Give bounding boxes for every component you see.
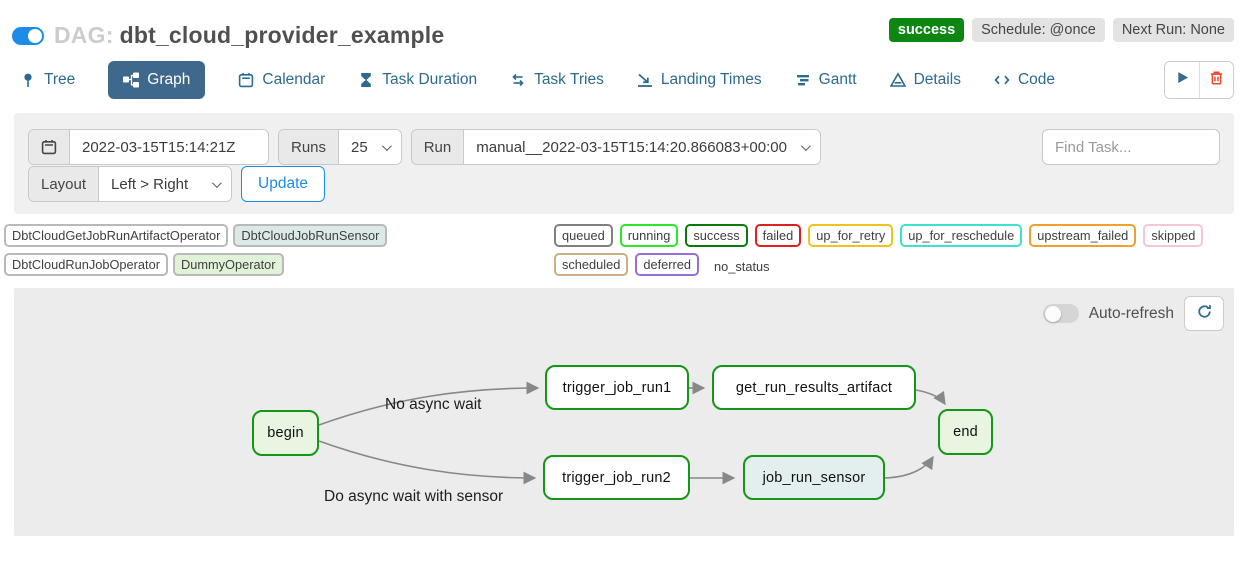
- toggle-knob: [28, 28, 42, 43]
- retry-icon: [510, 72, 526, 88]
- landing-icon: [637, 72, 653, 88]
- tab-label: Landing Times: [660, 71, 762, 88]
- runs-select[interactable]: 25: [339, 130, 401, 164]
- page-header: DAG:dbt_cloud_provider_example success S…: [0, 0, 1248, 55]
- operator-badge: DummyOperator: [172, 253, 284, 276]
- runs-value: 25: [351, 138, 368, 156]
- tree-icon: [20, 72, 36, 88]
- delete-dag-button[interactable]: [1199, 62, 1233, 98]
- task-node-trigger_job_run1[interactable]: trigger_job_run1: [545, 365, 689, 410]
- graph-icon: [123, 72, 140, 88]
- tab-label: Task Tries: [534, 71, 604, 88]
- tab-calendar[interactable]: Calendar: [238, 71, 325, 89]
- graph-edges: [318, 381, 946, 485]
- task-node-get_run_results_artifact[interactable]: get_run_results_artifact: [712, 365, 916, 410]
- play-icon: [1175, 70, 1190, 90]
- dag-name: dbt_cloud_provider_example: [119, 22, 445, 48]
- runs-label: Runs: [279, 130, 340, 164]
- tab-details[interactable]: Details: [889, 71, 961, 89]
- dag-pause-toggle[interactable]: [12, 26, 44, 45]
- tab-tree[interactable]: Tree: [20, 71, 75, 89]
- tab-bar: Tree Graph Calendar Task Duration Task Tries…: [20, 61, 1055, 99]
- page-title: DAG:dbt_cloud_provider_example: [54, 22, 444, 49]
- tab-code[interactable]: Code: [994, 71, 1055, 89]
- runs-group: Runs 25: [278, 129, 402, 165]
- tab-gantt[interactable]: Gantt: [795, 71, 857, 89]
- tab-task-tries[interactable]: Task Tries: [510, 71, 604, 89]
- tab-label: Task Duration: [382, 71, 478, 88]
- gantt-icon: [795, 72, 811, 88]
- calendar-addon-icon[interactable]: [29, 130, 70, 164]
- dag-actions: [1164, 61, 1234, 99]
- date-input-group: [28, 129, 269, 165]
- status-badge-upstream_failed: upstream_failed: [1029, 224, 1137, 247]
- chevron-down-icon: [212, 177, 222, 188]
- details-icon: [889, 72, 906, 88]
- run-value: manual__2022-03-15T15:14:20.866083+00:00: [476, 138, 787, 156]
- task-node-begin[interactable]: begin: [252, 410, 319, 456]
- schedule-badge: Schedule: @once: [972, 18, 1105, 42]
- status-badge-skipped: skipped: [1143, 224, 1204, 247]
- chevron-down-icon: [800, 140, 811, 151]
- edge-label: No async wait: [385, 396, 482, 413]
- filter-panel: Runs 25 Run manual__2022-03-15T15:14:20.…: [14, 113, 1234, 214]
- next-run-badge: Next Run: None: [1112, 18, 1234, 42]
- code-icon: [994, 72, 1010, 88]
- trash-icon: [1209, 70, 1224, 90]
- tab-label: Calendar: [262, 71, 326, 88]
- operator-badge: DbtCloudRunJobOperator: [4, 253, 168, 276]
- base-date-input[interactable]: [70, 130, 268, 164]
- run-group: Run manual__2022-03-15T15:14:20.866083+0…: [410, 129, 821, 165]
- edge-label: Do async wait with sensor: [324, 488, 504, 505]
- refresh-button[interactable]: [1184, 296, 1224, 331]
- tab-label: Code: [1017, 71, 1056, 88]
- tab-label: Graph: [147, 71, 191, 88]
- trigger-dag-button[interactable]: [1165, 62, 1199, 98]
- status-badge-up_for_reschedule: up_for_reschedule: [900, 224, 1023, 247]
- task-node-trigger_job_run2[interactable]: trigger_job_run2: [543, 455, 690, 500]
- tab-label: Details: [913, 71, 961, 88]
- status-legend: queued running success failed up_for_retry up…: [554, 224, 1242, 276]
- layout-select[interactable]: Left > Right: [99, 167, 232, 201]
- status-badge-failed: failed: [754, 224, 802, 247]
- tab-bar-row: Tree Graph Calendar Task Duration Task Tries…: [0, 55, 1248, 109]
- layout-value: Left > Right: [111, 175, 189, 193]
- find-task-input[interactable]: [1042, 129, 1220, 165]
- tab-label: Gantt: [818, 71, 857, 88]
- status-label-no-status: no_status: [714, 259, 770, 274]
- dag-prefix: DAG:: [54, 22, 114, 48]
- graph-panel: Auto-refresh begin trigger_job_run1 get_ru…: [14, 288, 1234, 536]
- tab-graph[interactable]: Graph: [108, 61, 206, 99]
- chevron-down-icon: [381, 140, 392, 151]
- status-badge-up_for_retry: up_for_retry: [808, 224, 894, 247]
- tab-label: Tree: [44, 71, 76, 88]
- auto-refresh-label: Auto-refresh: [1088, 304, 1174, 322]
- status-badge: success: [888, 18, 965, 42]
- operator-badge: DbtCloudGetJobRunArtifactOperator: [4, 224, 229, 247]
- operator-badge: DbtCloudJobRunSensor: [233, 224, 388, 247]
- toggle-knob: [1044, 305, 1061, 322]
- run-label: Run: [411, 130, 465, 164]
- calendar-icon: [238, 72, 254, 88]
- tab-task-duration[interactable]: Task Duration: [358, 71, 477, 89]
- auto-refresh-toggle[interactable]: [1042, 304, 1079, 323]
- update-button[interactable]: Update: [241, 166, 326, 202]
- status-badge-success: success: [685, 224, 748, 247]
- refresh-icon: [1197, 304, 1212, 324]
- status-badge-scheduled: scheduled: [554, 253, 629, 276]
- layout-group: Layout Left > Right: [28, 166, 233, 202]
- tab-landing-times[interactable]: Landing Times: [637, 71, 762, 89]
- task-node-job_run_sensor[interactable]: job_run_sensor: [743, 455, 885, 500]
- status-badge-queued: queued: [554, 224, 613, 247]
- status-badge-running: running: [619, 224, 679, 247]
- graph-toolbar: Auto-refresh: [1042, 296, 1224, 331]
- layout-label: Layout: [29, 167, 100, 201]
- task-node-end[interactable]: end: [938, 409, 993, 455]
- hourglass-icon: [358, 72, 374, 88]
- run-select[interactable]: manual__2022-03-15T15:14:20.866083+00:00: [464, 130, 820, 164]
- status-badge-deferred: deferred: [635, 253, 700, 276]
